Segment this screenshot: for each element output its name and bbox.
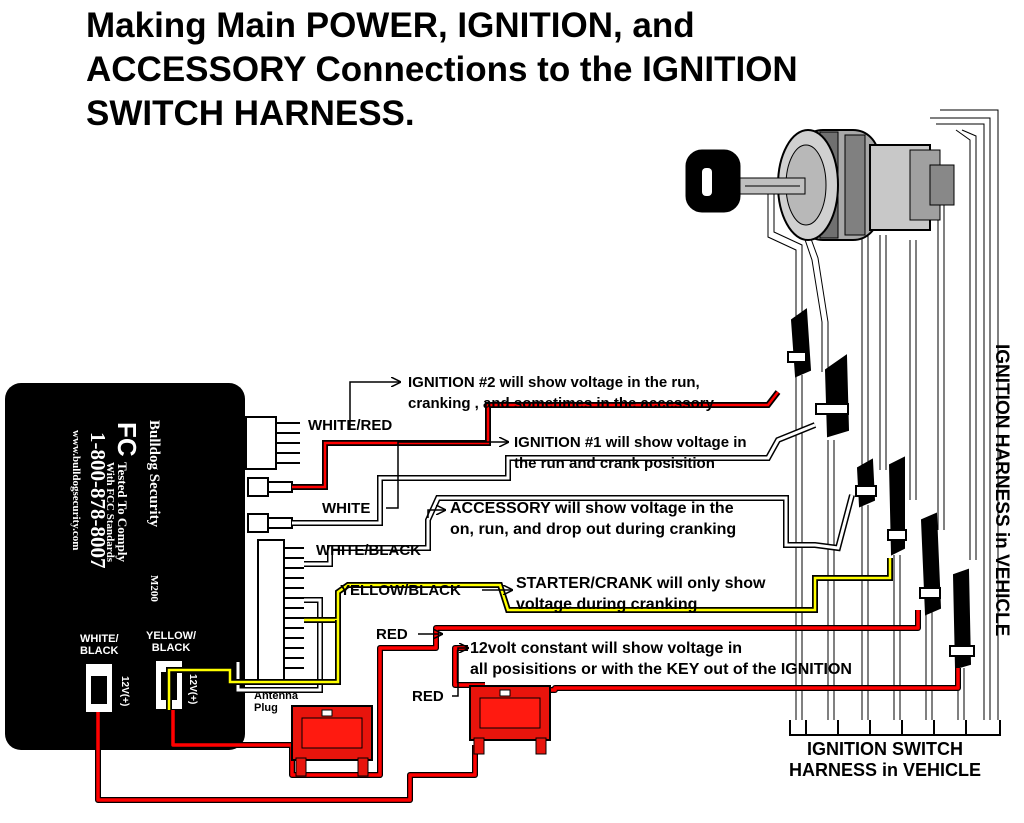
security-unit — [5, 383, 304, 750]
fcc-logo: FC — [112, 422, 142, 457]
terminal-12v-b: 12V(+) — [187, 674, 198, 705]
wire-white-red — [292, 390, 781, 490]
label-yellow-black: YELLOW/BLACK — [340, 582, 461, 599]
wire-white — [292, 422, 817, 526]
vehicle-harness-vertical-label: IGNITION HARNESS in VEHICLE — [991, 344, 1012, 637]
fuse-connector-left — [291, 705, 373, 777]
note-accessory: ACCESSORY will show voltage in the on, r… — [450, 500, 737, 538]
note-ignition2: IGNITION #2 will show voltage in the run… — [408, 374, 714, 412]
terminal-white-black-label: WHITE/ BLACK — [80, 633, 119, 657]
page-title: Making Main POWER, IGNITION, and ACCESSO… — [86, 4, 966, 136]
label-white-black: WHITE/BLACK — [316, 542, 421, 559]
title-line-1: Making Main POWER, IGNITION, and — [86, 6, 695, 45]
fuse-connector-right — [469, 685, 551, 755]
main-harness-label: 16 pin Main Harness — [222, 519, 236, 636]
label-red-lower: RED — [412, 688, 444, 705]
label-white-red: WHITE/RED — [308, 417, 393, 434]
vehicle-harness-bottom-label: IGNITION SWITCH HARNESS in VEHICLE — [788, 739, 982, 780]
ignition-switch — [685, 109, 1001, 736]
antenna-plug-label: Antenna Plug — [254, 690, 298, 714]
title-line-3: SWITCH HARNESS. — [86, 94, 415, 133]
unit-phone: 1-800-878-8007 — [86, 432, 110, 569]
unit-website: www.bulldogsecurity.com — [70, 430, 82, 551]
note-constant: 12volt constant will show voltage in all… — [470, 640, 852, 678]
title-line-2: ACCESSORY Connections to the IGNITION — [86, 50, 798, 89]
unit-brand: Bulldog Security — [146, 420, 162, 528]
label-red-upper: RED — [376, 626, 408, 643]
unit-model: M200 — [148, 575, 160, 602]
terminal-12v-a: 12V(+) — [119, 676, 130, 707]
wire-yellow-black — [166, 558, 893, 710]
unit-tested: Tested To Comply — [115, 462, 130, 562]
doorlock-harness-label: 5 pin Doorlock Harness — [204, 413, 242, 466]
note-ignition1: IGNITION #1 will show voltage in the run… — [514, 434, 747, 472]
note-starter: STARTER/CRANK will only show voltage dur… — [516, 575, 766, 613]
terminal-yellow-black-label: YELLOW/ BLACK — [146, 630, 197, 654]
label-white: WHITE — [322, 500, 371, 517]
